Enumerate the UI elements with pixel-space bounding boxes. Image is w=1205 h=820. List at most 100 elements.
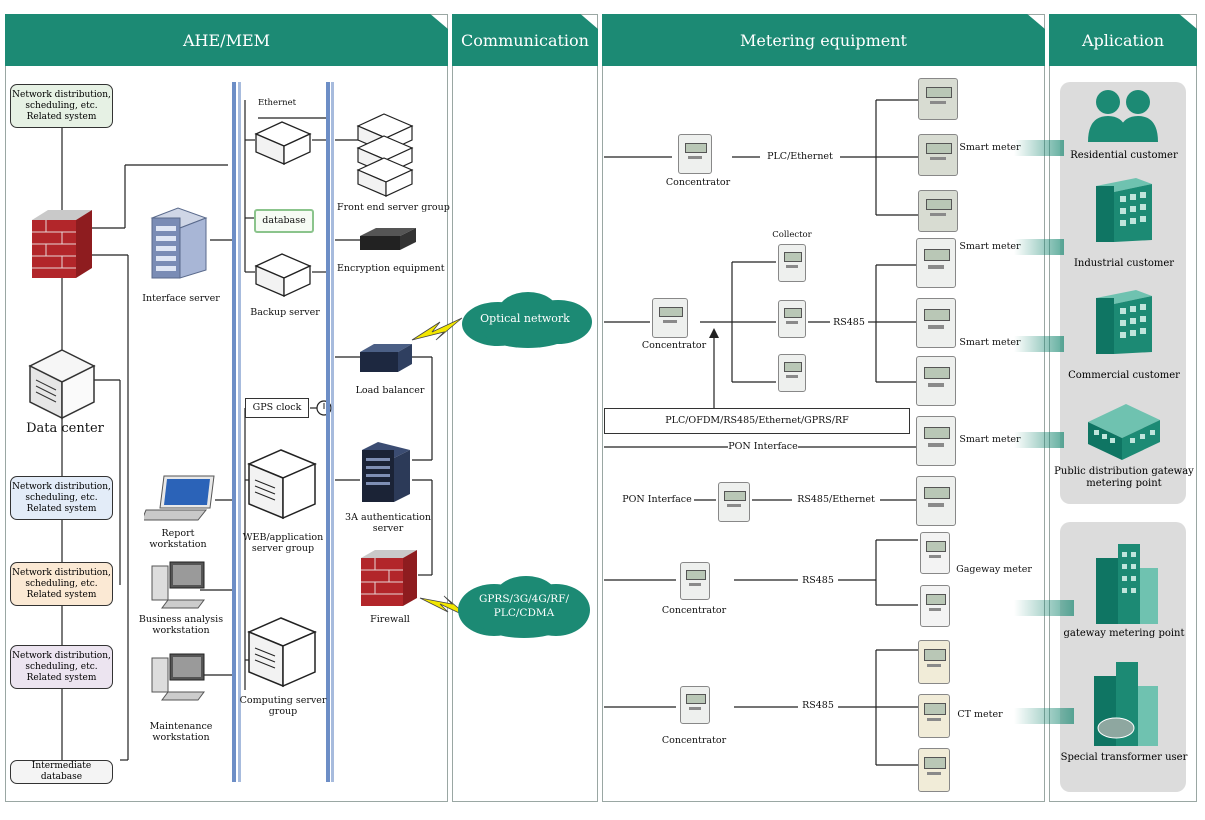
load-balancer-label: Load balancer [355, 385, 425, 396]
firewall-icon [361, 550, 417, 606]
wireless-network-cloud [458, 576, 590, 638]
collector-icon [778, 354, 806, 392]
concentrator-label: Concentrator [661, 605, 727, 616]
metering-header: Metering equipment [602, 14, 1045, 66]
smart-meter-icon [916, 416, 956, 466]
bus-bar-2 [238, 82, 241, 782]
communication-header: Communication [452, 14, 598, 66]
gateway-meter-icon [920, 532, 950, 574]
maintenance-workstation-text: Maintenance workstation [149, 721, 213, 744]
rs485-label: RS485 [802, 700, 834, 711]
pon-interface-label: PON Interface [728, 441, 798, 453]
gateway-meter-icon [920, 585, 950, 627]
auth-server-text: 3A authentication server [345, 512, 431, 535]
backup-server-label: Backup server [250, 307, 320, 318]
optical-network-cloud [462, 292, 592, 348]
concentrator-label: Concentrator [665, 177, 731, 188]
firewall-label: Firewall [370, 614, 410, 625]
web-server-group-text: WEB/application server group [242, 532, 324, 555]
backup-server-icon [254, 253, 312, 298]
smart-meter-label: Smart meter [959, 434, 1021, 445]
commercial-building-icon [1096, 290, 1152, 354]
gateway-metering-point-label: gateway metering point [1063, 628, 1185, 639]
meter-icon [718, 482, 750, 522]
collector-icon [778, 244, 806, 282]
application-header: Aplication [1049, 14, 1197, 66]
computing-server-group-label: Computing server group [238, 695, 328, 718]
rs485-label: RS485 [802, 575, 834, 586]
bus-bar-4 [331, 82, 334, 782]
interface-server-icon [150, 207, 208, 279]
web-server-group-label: WEB/application server group [238, 532, 328, 555]
smart-meter-icon [916, 298, 956, 348]
computing-server-group-icon [247, 617, 317, 688]
database-box: database [254, 209, 314, 233]
wireless-network-text: GPRS/3G/4G/RF/ PLC/CDMA [478, 593, 570, 619]
residential-customer-icon [1088, 90, 1158, 142]
ct-meter-icon [918, 640, 950, 684]
report-workstation-text: Report workstation [149, 528, 207, 551]
ethernet-label: Ethernet [257, 98, 297, 108]
desktop-computer-icon [151, 561, 205, 609]
special-transformer-building-icon [1094, 662, 1158, 746]
bus-bar-3 [326, 82, 330, 782]
residential-customer-label: Residential customer [1070, 150, 1178, 161]
firewall-icon [32, 210, 92, 278]
gateway-meter-label: Gageway meter [956, 564, 1032, 575]
special-transformer-label: Special transformer user [1054, 752, 1194, 764]
smart-meter-icon [916, 356, 956, 406]
concentrator-icon [652, 298, 688, 338]
smart-meter-icon [916, 476, 956, 526]
public-distribution-label: Public distribution gateway metering poi… [1054, 466, 1194, 490]
front-end-server-group-label: Front end server group [337, 202, 450, 213]
concentrator-label: Concentrator [641, 340, 707, 351]
front-end-server-group-icon [356, 113, 414, 197]
computing-server-group-text: Computing server group [239, 695, 327, 718]
business-workstation-label: Business analysis workstation [126, 614, 236, 637]
related-system-box-1: Network distribution, scheduling, etc. R… [10, 84, 113, 128]
smart-meter-label: Smart meter [959, 337, 1021, 348]
smart-meter-icon [918, 134, 958, 176]
report-workstation-label: Report workstation [138, 528, 218, 551]
arrow-special [1014, 708, 1074, 724]
wireless-network-label: GPRS/3G/4G/RF/ PLC/CDMA [462, 592, 586, 620]
commercial-customer-label: Commercial customer [1068, 370, 1180, 381]
plc-ofdm-box: PLC/OFDM/RS485/Ethernet/GPRS/RF [604, 408, 910, 434]
intermediate-database-box: Intermediate database [10, 760, 113, 784]
ct-meter-icon [918, 694, 950, 738]
laptop-icon [144, 475, 215, 521]
smart-meter-label: Smart meter [959, 241, 1021, 252]
load-balancer-icon [360, 344, 412, 372]
rs485-label: RS485 [833, 317, 865, 328]
related-system-box-4: Network distribution, scheduling, etc. R… [10, 645, 113, 689]
special-transformer-text: Special transformer user [1060, 752, 1188, 763]
industrial-customer-label: Industrial customer [1073, 258, 1175, 269]
rs485-ethernet-label: RS485/Ethernet [797, 494, 875, 505]
optical-network-label: Optical network [480, 312, 570, 325]
business-workstation-text: Business analysis workstation [138, 614, 224, 637]
communication-panel [452, 14, 598, 802]
related-system-box-3: Network distribution, scheduling, etc. R… [10, 562, 113, 606]
desktop-computer-icon [151, 653, 205, 701]
pon-interface-label: PON Interface [622, 494, 692, 505]
gateway-metering-building-icon [1096, 544, 1158, 624]
web-server-group-icon [247, 449, 317, 520]
server-icon [254, 121, 312, 166]
arrow-industrial [1014, 239, 1064, 255]
collector-label: Collector [772, 230, 812, 240]
collector-icon [778, 300, 806, 338]
data-center-icon [28, 349, 96, 420]
public-distribution-building-icon [1088, 404, 1160, 460]
smart-meter-icon [918, 190, 958, 232]
data-center-label: Data center [26, 421, 104, 436]
smart-meter-icon [918, 78, 958, 120]
public-distribution-text: Public distribution gateway metering poi… [1054, 466, 1194, 489]
smart-meter-label: Smart meter [959, 142, 1021, 153]
arrow-commercial [1014, 336, 1064, 352]
bus-bar-1 [232, 82, 236, 782]
ct-meter-label: CT meter [957, 709, 1003, 720]
maintenance-workstation-label: Maintenance workstation [136, 721, 226, 744]
ct-meter-icon [918, 748, 950, 792]
ahe-header: AHE/MEM [5, 14, 448, 66]
smart-meter-icon [916, 238, 956, 288]
